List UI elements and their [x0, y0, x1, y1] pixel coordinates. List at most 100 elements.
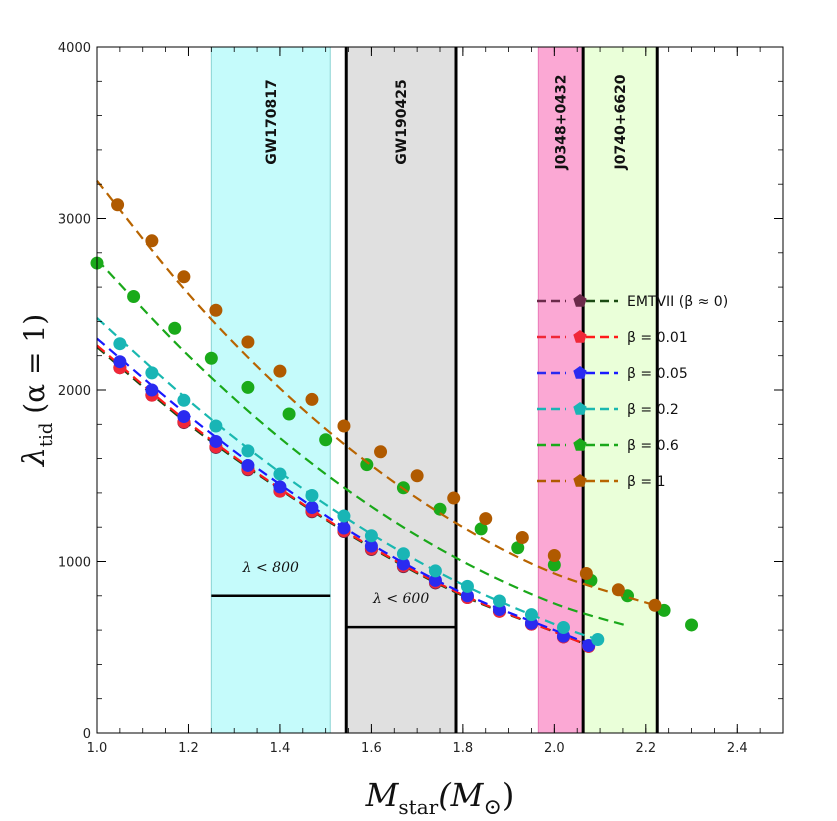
series-2-point-7: [337, 521, 351, 535]
x-tick-label-2: 1.4: [270, 741, 291, 756]
x-axis-label-sun: ⊙: [483, 795, 501, 820]
series-3-point-9: [396, 547, 410, 561]
legend-label-4: β = 0.6: [627, 438, 679, 454]
series-5-point-7: [337, 419, 351, 433]
legend-marker-2: [573, 366, 587, 379]
band-2: [538, 47, 584, 733]
x-tick-label-5: 2.0: [544, 741, 565, 756]
band-label-1: GW190425: [394, 79, 410, 164]
legend-item-5: β = 1: [537, 474, 665, 490]
y-axis-label-main: λ: [17, 447, 52, 467]
series-2-point-1: [145, 383, 159, 397]
series-4-point-2: [168, 321, 182, 335]
legend-label-2: β = 0.05: [627, 366, 688, 382]
y-tick-label-3: 3000: [58, 213, 91, 228]
x-axis-label-sub: star: [398, 795, 438, 819]
x-tick-label-3: 1.6: [361, 741, 382, 756]
series-4-point-5: [282, 407, 296, 421]
limit-label-0: λ < 800: [242, 560, 299, 576]
band-label-3: J0740+6620: [613, 74, 629, 170]
series-5-point-9: [410, 469, 424, 483]
x-axis-label-paren: (M: [438, 776, 484, 814]
series-5-point-16: [648, 598, 662, 612]
series-3-point-10: [428, 564, 442, 578]
series-4-point-16: [685, 618, 699, 632]
series-2-point-4: [241, 458, 255, 472]
legend-marker-0: [573, 294, 587, 307]
legend-label-5: β = 1: [627, 474, 665, 490]
legend-marker-5: [573, 474, 587, 487]
series-5-point-2: [177, 270, 191, 284]
series-5: [96, 180, 662, 612]
series-2-point-0: [113, 355, 127, 369]
series-3-point-11: [460, 579, 474, 593]
series-5-point-13: [547, 548, 561, 562]
x-tick-label-1: 1.2: [178, 741, 199, 756]
series-4-point-4: [241, 380, 255, 394]
series-3-point-12: [492, 594, 506, 608]
series-4-point-9: [433, 502, 447, 516]
series-3: [96, 317, 605, 647]
legend-label-1: β = 0.01: [627, 330, 688, 346]
y-tick-label-0: 0: [83, 727, 91, 742]
series-5-point-1: [145, 234, 159, 248]
y-tick-label-1: 1000: [58, 556, 91, 571]
y-axis-label-sub: tid: [36, 423, 57, 448]
legend-item-1: β = 0.01: [537, 330, 688, 346]
series-5-point-0: [111, 198, 125, 212]
series-3-point-5: [273, 467, 287, 481]
series-3-point-6: [305, 488, 319, 502]
series-line-5: [96, 180, 656, 607]
series-4-point-11: [511, 541, 525, 555]
bands-layer: GW170817 GW190425 J0348+0432 J0740+6620: [210, 47, 659, 733]
series-2-point-15: [582, 639, 596, 653]
series-3-point-8: [364, 529, 378, 543]
series-4-point-6: [319, 433, 333, 447]
legend-label-3: β = 0.2: [627, 402, 679, 418]
y-tick-label-2: 2000: [58, 384, 91, 399]
legend-item-4: β = 0.6: [537, 438, 679, 454]
series-5-point-5: [273, 364, 287, 378]
series-2-point-8: [364, 539, 378, 553]
x-tick-label-7: 2.4: [727, 741, 748, 756]
legend-marker-3: [573, 402, 587, 415]
series-5-point-14: [579, 567, 593, 581]
series-3-point-1: [145, 366, 159, 380]
limit-label-1: λ < 600: [372, 591, 429, 607]
band-label-0: GW170817: [264, 79, 280, 164]
x-tick-label-6: 2.2: [635, 741, 656, 756]
series-3-point-13: [524, 608, 538, 622]
series-3-point-7: [337, 509, 351, 523]
band-3: [583, 47, 658, 733]
series-2-point-10: [428, 573, 442, 587]
x-axis-label: Mstar(M⊙): [365, 776, 515, 820]
y-axis-label-rest: (α = 1): [18, 314, 51, 423]
x-tick-label-4: 1.8: [453, 741, 474, 756]
series-4-point-1: [127, 290, 141, 304]
series-2-point-11: [460, 589, 474, 603]
series-2-point-6: [305, 500, 319, 514]
series-4-point-7: [360, 458, 374, 472]
legend-layer: EMTVII (β ≈ 0) β = 0.01 β = 0.05 β = 0.2 β =…: [537, 294, 728, 490]
band-0: [211, 47, 331, 733]
legend-marker-1: [573, 330, 587, 343]
series-4-point-10: [474, 522, 488, 536]
series-4-point-12: [547, 558, 561, 572]
x-axis-label-main: M: [365, 776, 400, 814]
band-1: [346, 47, 457, 733]
legend-label-0: EMTVII (β ≈ 0): [627, 294, 728, 310]
band-label-2: J0348+0432: [554, 75, 570, 171]
series-3-point-3: [209, 419, 223, 433]
series-5-point-11: [479, 512, 493, 526]
series-3-point-4: [241, 444, 255, 458]
series-layer: [90, 180, 699, 653]
series-3-point-15: [591, 633, 605, 647]
legend-marker-4: [573, 438, 587, 451]
series-2-point-9: [396, 557, 410, 571]
series-3-point-14: [556, 621, 570, 635]
series-5-point-6: [305, 392, 319, 406]
series-4-point-3: [204, 351, 218, 365]
limits-layer: λ < 800 λ < 600: [211, 560, 457, 629]
